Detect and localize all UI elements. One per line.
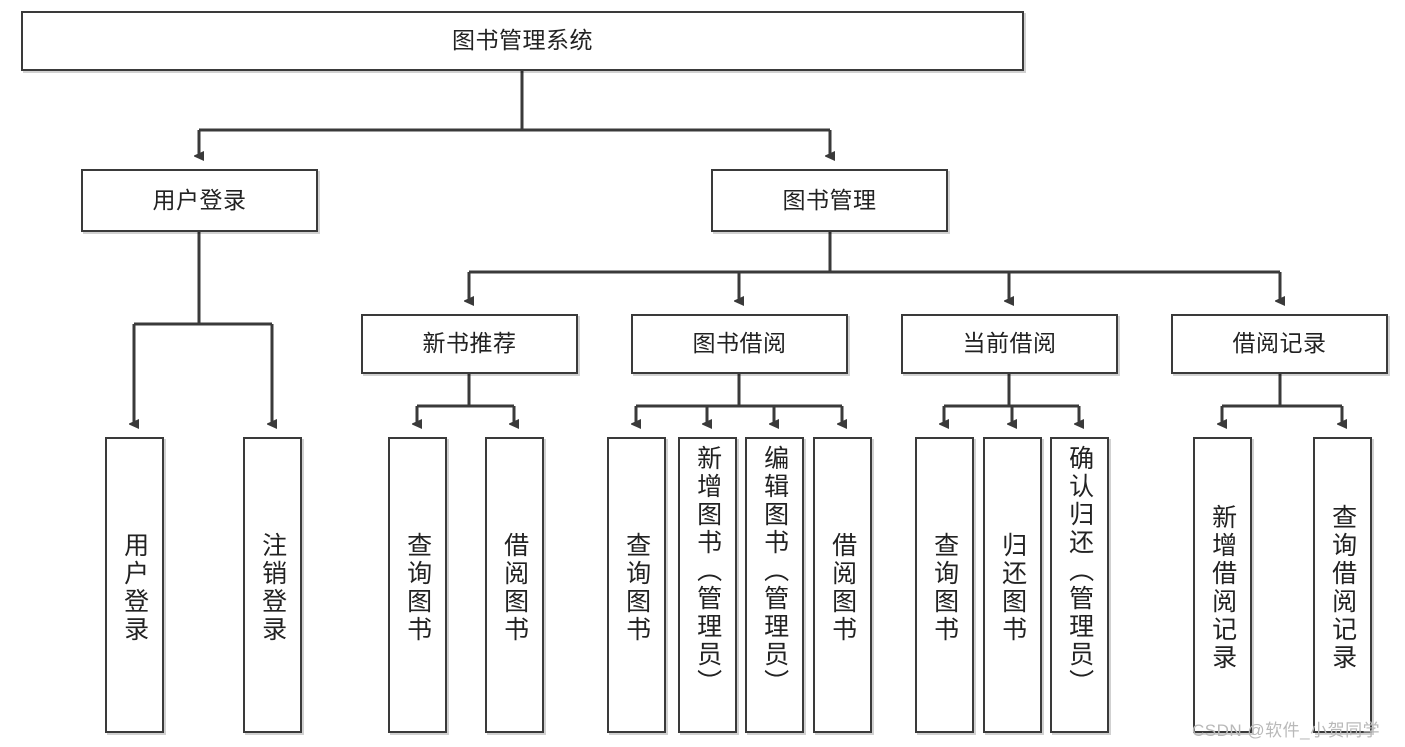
node-user-login[interactable]: 用户登录 — [81, 169, 318, 232]
node-leaf-query-book-3[interactable]: 查询图书 — [915, 437, 974, 733]
node-leaf-borrow-book-2[interactable]: 借阅图书 — [813, 437, 872, 733]
node-leaf-add-book[interactable]: 新增图书（管理员） — [678, 437, 737, 733]
node-borrow-record[interactable]: 借阅记录 — [1171, 314, 1388, 374]
node-leaf-edit-book-label: 编辑图书（管理员） — [760, 445, 789, 697]
node-leaf-user-login[interactable]: 用户登录 — [105, 437, 164, 733]
node-leaf-query-record-label: 查询借阅记录 — [1328, 504, 1357, 672]
node-root[interactable]: 图书管理系统 — [21, 11, 1024, 71]
node-root-label: 图书管理系统 — [452, 27, 593, 54]
node-leaf-logout[interactable]: 注销登录 — [243, 437, 302, 733]
node-new-book-rec[interactable]: 新书推荐 — [361, 314, 578, 374]
node-book-borrow[interactable]: 图书借阅 — [631, 314, 848, 374]
watermark-text: CSDN @软件_小贺同学 — [1192, 721, 1381, 740]
node-leaf-query-book-2[interactable]: 查询图书 — [607, 437, 666, 733]
node-borrow-record-label: 借阅记录 — [1232, 330, 1327, 357]
node-leaf-query-book-2-label: 查询图书 — [622, 532, 651, 644]
node-leaf-return-book-label: 归还图书 — [998, 532, 1027, 644]
node-book-borrow-label: 图书借阅 — [692, 330, 787, 357]
node-book-manage[interactable]: 图书管理 — [711, 169, 948, 232]
node-leaf-borrow-book-rec-label: 借阅图书 — [500, 532, 529, 644]
node-leaf-query-book-3-label: 查询图书 — [930, 532, 959, 644]
node-leaf-edit-book[interactable]: 编辑图书（管理员） — [745, 437, 804, 733]
node-leaf-query-book-rec[interactable]: 查询图书 — [388, 437, 447, 733]
node-leaf-add-book-label: 新增图书（管理员） — [693, 445, 722, 697]
node-leaf-add-record-label: 新增借阅记录 — [1208, 504, 1237, 672]
node-leaf-borrow-book-rec[interactable]: 借阅图书 — [485, 437, 544, 733]
node-leaf-confirm-return[interactable]: 确认归还（管理员） — [1050, 437, 1109, 733]
node-leaf-query-record[interactable]: 查询借阅记录 — [1313, 437, 1372, 733]
node-user-login-label: 用户登录 — [152, 186, 247, 213]
node-current-borrow-label: 当前借阅 — [962, 330, 1057, 357]
node-leaf-logout-label: 注销登录 — [258, 532, 287, 644]
node-leaf-return-book[interactable]: 归还图书 — [983, 437, 1042, 733]
node-book-manage-label: 图书管理 — [782, 186, 877, 213]
node-new-book-rec-label: 新书推荐 — [422, 330, 517, 357]
node-current-borrow[interactable]: 当前借阅 — [901, 314, 1118, 374]
node-leaf-user-login-label: 用户登录 — [120, 532, 149, 644]
node-leaf-add-record[interactable]: 新增借阅记录 — [1193, 437, 1252, 733]
node-leaf-query-book-rec-label: 查询图书 — [403, 532, 432, 644]
node-leaf-confirm-return-label: 确认归还（管理员） — [1065, 445, 1094, 697]
node-leaf-borrow-book-2-label: 借阅图书 — [828, 532, 857, 644]
